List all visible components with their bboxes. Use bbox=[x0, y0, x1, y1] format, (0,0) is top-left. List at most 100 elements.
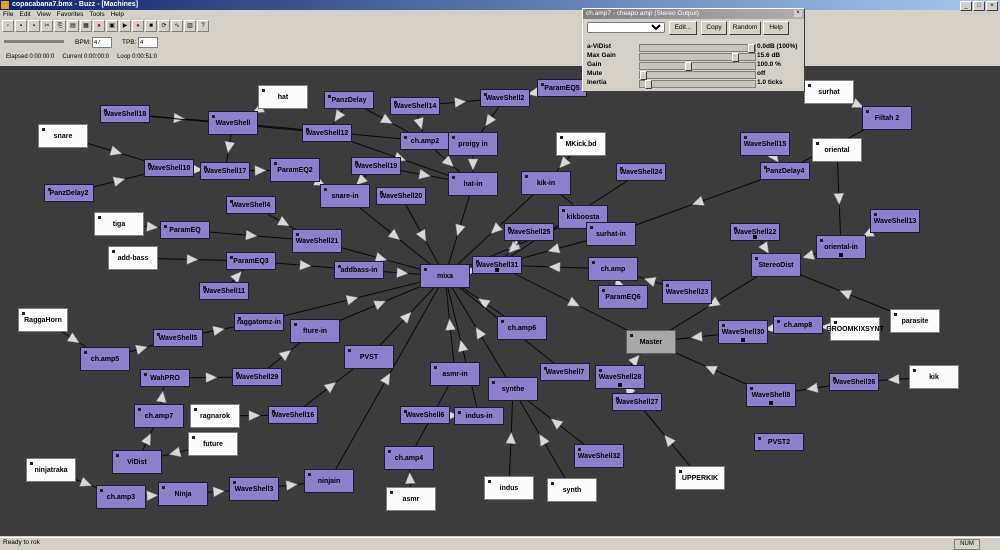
connection-arrow-icon[interactable] bbox=[155, 390, 168, 404]
machine-champ8[interactable]: ch.amp8 bbox=[773, 316, 823, 334]
machine-asmrin[interactable]: asmr-in bbox=[430, 362, 480, 386]
param-slider[interactable] bbox=[639, 71, 756, 80]
cut-icon[interactable]: ✂ bbox=[41, 20, 53, 32]
loop-icon[interactable]: ⟳ bbox=[158, 20, 170, 32]
machine-master[interactable]: Master bbox=[626, 330, 676, 354]
machine-synthe[interactable]: synthe bbox=[488, 377, 538, 401]
preset-select[interactable] bbox=[587, 22, 665, 33]
machine-mixa[interactable]: mixa bbox=[420, 264, 470, 288]
connection-arrow-icon[interactable] bbox=[404, 471, 416, 485]
play-icon[interactable]: ▶ bbox=[119, 20, 131, 32]
connection-arrow-icon[interactable] bbox=[387, 228, 403, 244]
connection-arrow-icon[interactable] bbox=[229, 268, 245, 284]
machine-parameq3[interactable]: ParamEQ3 bbox=[226, 252, 276, 270]
machine-ninja[interactable]: Ninja bbox=[158, 482, 208, 506]
pattern-icon[interactable]: ▦ bbox=[80, 20, 92, 32]
maximize-button[interactable]: □ bbox=[973, 1, 985, 11]
connection-arrow-icon[interactable] bbox=[399, 309, 415, 325]
connection-arrow-icon[interactable] bbox=[547, 242, 561, 256]
machine-waveshell20[interactable]: WaveShell20 bbox=[376, 187, 426, 205]
connection-arrow-icon[interactable] bbox=[285, 479, 299, 491]
machine-champ6[interactable]: ch.amp6 bbox=[497, 316, 547, 340]
connection-arrow-icon[interactable] bbox=[703, 362, 718, 376]
machine-waveshell12[interactable]: WaveShell12 bbox=[302, 124, 352, 142]
machine-waveshell16[interactable]: WaveShell16 bbox=[268, 406, 318, 424]
machine-waveshell19[interactable]: WaveShell19 bbox=[351, 157, 401, 175]
connection-arrow-icon[interactable] bbox=[413, 116, 427, 130]
param-slider-thumb[interactable] bbox=[640, 71, 647, 80]
machine-groomkix[interactable]: GROOMKIXSYNT bbox=[826, 317, 884, 341]
minimize-button[interactable]: _ bbox=[960, 1, 972, 11]
paste-icon[interactable]: ▤ bbox=[67, 20, 79, 32]
connection-arrow-icon[interactable] bbox=[379, 113, 394, 128]
machine-waveshell14[interactable]: WaveShell14 bbox=[390, 97, 440, 115]
connection-arrow-icon[interactable] bbox=[444, 318, 456, 331]
menu-tools[interactable]: Tools bbox=[89, 11, 105, 18]
machine-champ[interactable]: ch.amp bbox=[588, 257, 638, 281]
machine-waveshell30[interactable]: WaveShell30 bbox=[718, 320, 768, 344]
machine-hatin[interactable]: hat-in bbox=[448, 172, 498, 196]
machine-waveshell8[interactable]: WaveShell8 bbox=[746, 383, 796, 407]
machine-surhat[interactable]: surhat bbox=[804, 80, 854, 104]
connection-arrow-icon[interactable] bbox=[691, 195, 705, 209]
menu-help[interactable]: Help bbox=[110, 11, 124, 18]
machine-indusin[interactable]: indus-in bbox=[454, 407, 504, 425]
machine-surhatin[interactable]: surhat-in bbox=[586, 222, 636, 246]
machine-kikin[interactable]: kik-in bbox=[521, 171, 571, 195]
wave-icon[interactable]: ∿ bbox=[171, 20, 183, 32]
connection-arrow-icon[interactable] bbox=[323, 378, 339, 394]
tpb-input[interactable] bbox=[138, 37, 158, 48]
connection-arrow-icon[interactable] bbox=[548, 415, 564, 430]
machine-waveshell5[interactable]: WaveShell5 bbox=[153, 329, 203, 347]
machine-panzdelay2[interactable]: PanzDelay2 bbox=[44, 184, 94, 202]
connection-arrow-icon[interactable] bbox=[661, 432, 676, 448]
connection-arrow-icon[interactable] bbox=[278, 346, 294, 362]
machine-future[interactable]: future bbox=[188, 432, 238, 456]
connection-arrow-icon[interactable] bbox=[212, 324, 226, 337]
connection-arrow-icon[interactable] bbox=[805, 382, 819, 395]
machine-oriental[interactable]: oriental bbox=[812, 138, 862, 162]
machine-waveshell17[interactable]: WaveShell17 bbox=[200, 162, 250, 180]
machine-proigy[interactable]: proigy in bbox=[448, 132, 498, 156]
machine-parasite[interactable]: parasite bbox=[890, 309, 940, 333]
machine-raggatomz[interactable]: raggatomz-in bbox=[234, 313, 284, 331]
connection-arrow-icon[interactable] bbox=[758, 241, 773, 257]
machine-waveshell32[interactable]: WaveShell32 bbox=[574, 444, 624, 468]
machine-rawgahorn[interactable]: RaggaHorn bbox=[18, 308, 68, 332]
machine-synth[interactable]: synth bbox=[547, 478, 597, 502]
machine-pvst[interactable]: PVST bbox=[344, 345, 394, 369]
machine-pvst2[interactable]: PVST2 bbox=[754, 433, 804, 451]
param-slider[interactable] bbox=[639, 44, 756, 53]
param-slider[interactable] bbox=[639, 62, 756, 71]
machine-ninjain[interactable]: ninjain bbox=[304, 469, 354, 493]
machine-waveshell2[interactable]: WaveShell2 bbox=[480, 89, 530, 107]
machine-hat[interactable]: hat bbox=[258, 85, 308, 109]
machine-waveshell26[interactable]: WaveShell26 bbox=[829, 373, 879, 391]
machine-waveshell27[interactable]: WaveShell27 bbox=[612, 393, 662, 411]
machine-waveshell11[interactable]: WaveShell11 bbox=[199, 282, 249, 300]
machine-waveshell31[interactable]: WaveShell31 bbox=[472, 256, 522, 274]
machine-stereodist[interactable]: StereoDist bbox=[751, 253, 801, 277]
param-slider-thumb[interactable] bbox=[732, 53, 739, 62]
connection-arrow-icon[interactable] bbox=[173, 112, 186, 124]
machine-waveshell[interactable]: WaveShell bbox=[208, 111, 258, 135]
machine-kik[interactable]: kik bbox=[909, 365, 959, 389]
record-icon[interactable]: ● bbox=[132, 20, 144, 32]
param-slider[interactable] bbox=[639, 80, 756, 89]
connection-arrow-icon[interactable] bbox=[454, 96, 467, 108]
machine-waveshell18[interactable]: WaveShell18 bbox=[100, 105, 150, 123]
connection-arrow-icon[interactable] bbox=[690, 331, 703, 342]
connection-arrow-icon[interactable] bbox=[109, 145, 123, 159]
connection-arrow-icon[interactable] bbox=[535, 432, 550, 447]
machine-waveshell6[interactable]: WaveShell6 bbox=[400, 406, 450, 424]
connection-arrow-icon[interactable] bbox=[441, 154, 457, 170]
machine-vidist[interactable]: ViDist bbox=[112, 450, 162, 474]
machine-waveshell24[interactable]: WaveShell24 bbox=[616, 163, 666, 181]
connection-arrow-icon[interactable] bbox=[396, 267, 409, 279]
copy-button[interactable]: Copy bbox=[701, 21, 727, 35]
edit-button[interactable]: Edit... bbox=[669, 21, 697, 35]
connection-arrow-icon[interactable] bbox=[415, 228, 430, 243]
param-slider-thumb[interactable] bbox=[645, 80, 652, 89]
connection-arrow-icon[interactable] bbox=[627, 352, 643, 368]
